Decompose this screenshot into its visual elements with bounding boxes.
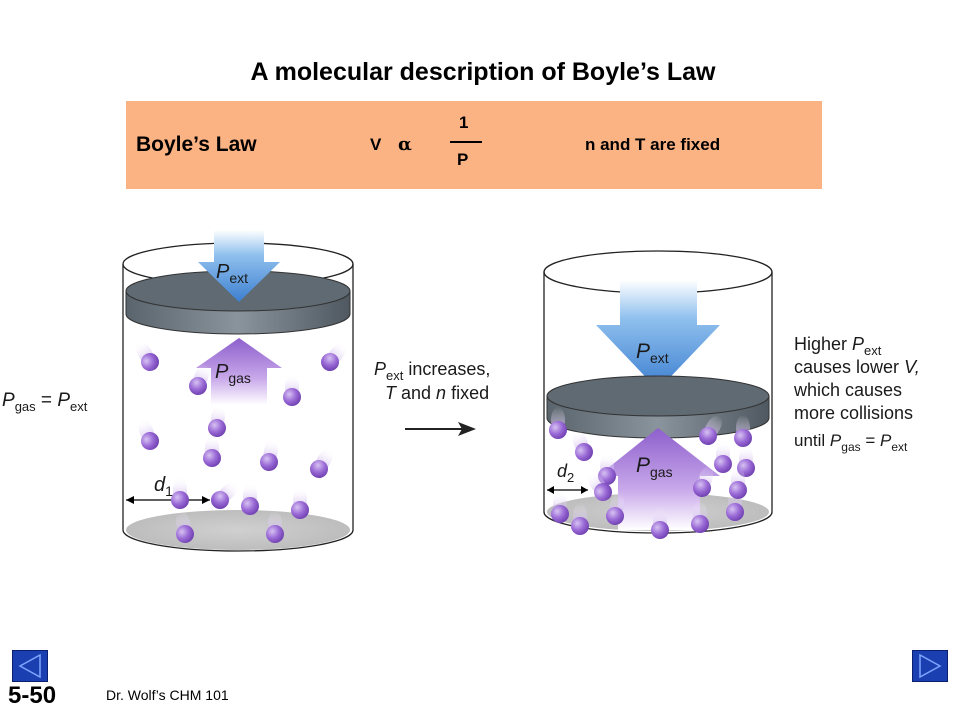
right-cylinder <box>543 250 773 534</box>
gas-molecule <box>571 503 589 535</box>
explanation-line-5: until Pgas = Pext <box>794 431 908 454</box>
gas-molecule <box>260 439 278 471</box>
right-pext-arrow <box>596 280 720 390</box>
transition-line1: Pext increases, <box>374 359 490 383</box>
course-footer: Dr. Wolf’s CHM 101 <box>106 687 229 703</box>
gas-molecules <box>136 341 755 543</box>
left-side-equation: Pgas = Pext <box>2 390 88 414</box>
gas-molecule <box>208 405 226 437</box>
fraction-numerator: 1 <box>459 113 469 132</box>
gas-molecule <box>598 453 616 485</box>
right-pgas-label: Pgas <box>636 454 673 480</box>
law-label: Boyle’s Law <box>136 133 257 156</box>
left-cylinder <box>122 230 354 552</box>
gas-molecule <box>321 343 347 371</box>
gas-molecule <box>651 507 669 539</box>
gas-molecule <box>734 415 752 447</box>
gas-molecule <box>266 511 284 543</box>
right-explanation: Higher Pext causes lower V, which causes… <box>793 334 920 454</box>
gas-molecule <box>587 472 612 501</box>
left-pext-arrow <box>198 230 280 302</box>
left-distance-label: d1 <box>154 474 173 499</box>
gas-molecule <box>714 441 732 473</box>
gas-molecule <box>176 511 194 543</box>
slide-title: A molecular description of Boyle’s Law <box>250 58 716 86</box>
right-pext-label: Pext <box>636 340 669 366</box>
proportional-symbol: α <box>398 134 412 155</box>
transition-arrow <box>405 422 476 436</box>
gas-molecule <box>699 415 722 445</box>
back-triangle-icon <box>18 653 41 679</box>
gas-molecule <box>551 491 569 523</box>
slide-number: 5-50 <box>8 682 57 709</box>
law-conditions: n and T are fixed <box>585 135 721 154</box>
left-pgas-arrow <box>196 338 282 405</box>
gas-molecule <box>211 482 238 509</box>
fraction-denominator: P <box>457 150 469 169</box>
left-cylinder-floor <box>126 510 350 550</box>
left-piston <box>125 270 351 335</box>
explanation-line-4: more collisions <box>794 403 913 423</box>
gas-molecule <box>241 483 259 515</box>
next-slide-button[interactable] <box>912 650 948 682</box>
gas-molecule <box>691 501 709 533</box>
left-distance-marker <box>126 496 210 504</box>
transition-line2: T and n fixed <box>385 383 489 403</box>
gas-molecule <box>203 435 221 467</box>
left-pgas-label: Pgas <box>215 361 251 386</box>
gas-molecule <box>171 477 189 509</box>
right-distance-marker <box>547 486 588 494</box>
explanation-line-2: causes lower V, <box>794 357 920 377</box>
gas-molecule <box>310 448 333 478</box>
right-pgas-arrow <box>598 428 720 530</box>
gas-molecule <box>138 419 159 450</box>
gas-molecule <box>606 493 624 525</box>
explanation-line-3: which causes <box>793 380 902 400</box>
right-distance-label: d2 <box>557 461 574 485</box>
volume-symbol: V <box>370 135 382 154</box>
boyles-law-figure: Pgas = Pext Pext Pgas d1 Pext increases,… <box>2 230 920 552</box>
gas-molecule <box>291 487 309 519</box>
gas-molecule <box>572 430 593 461</box>
fraction-bar <box>450 141 482 143</box>
gas-molecule <box>549 407 567 439</box>
gas-molecule <box>729 467 747 499</box>
forward-triangle-icon <box>919 653 942 679</box>
gas-molecule <box>693 466 714 497</box>
gas-molecule <box>189 364 210 395</box>
gas-molecule <box>136 341 159 371</box>
explanation-line-1: Higher Pext <box>794 334 882 358</box>
left-pext-label: Pext <box>216 261 248 286</box>
previous-slide-button[interactable] <box>12 650 48 682</box>
gas-molecule <box>283 374 301 406</box>
boyles-law-band: Boyle’s Law V α 1 P n and T are fixed <box>126 101 822 189</box>
